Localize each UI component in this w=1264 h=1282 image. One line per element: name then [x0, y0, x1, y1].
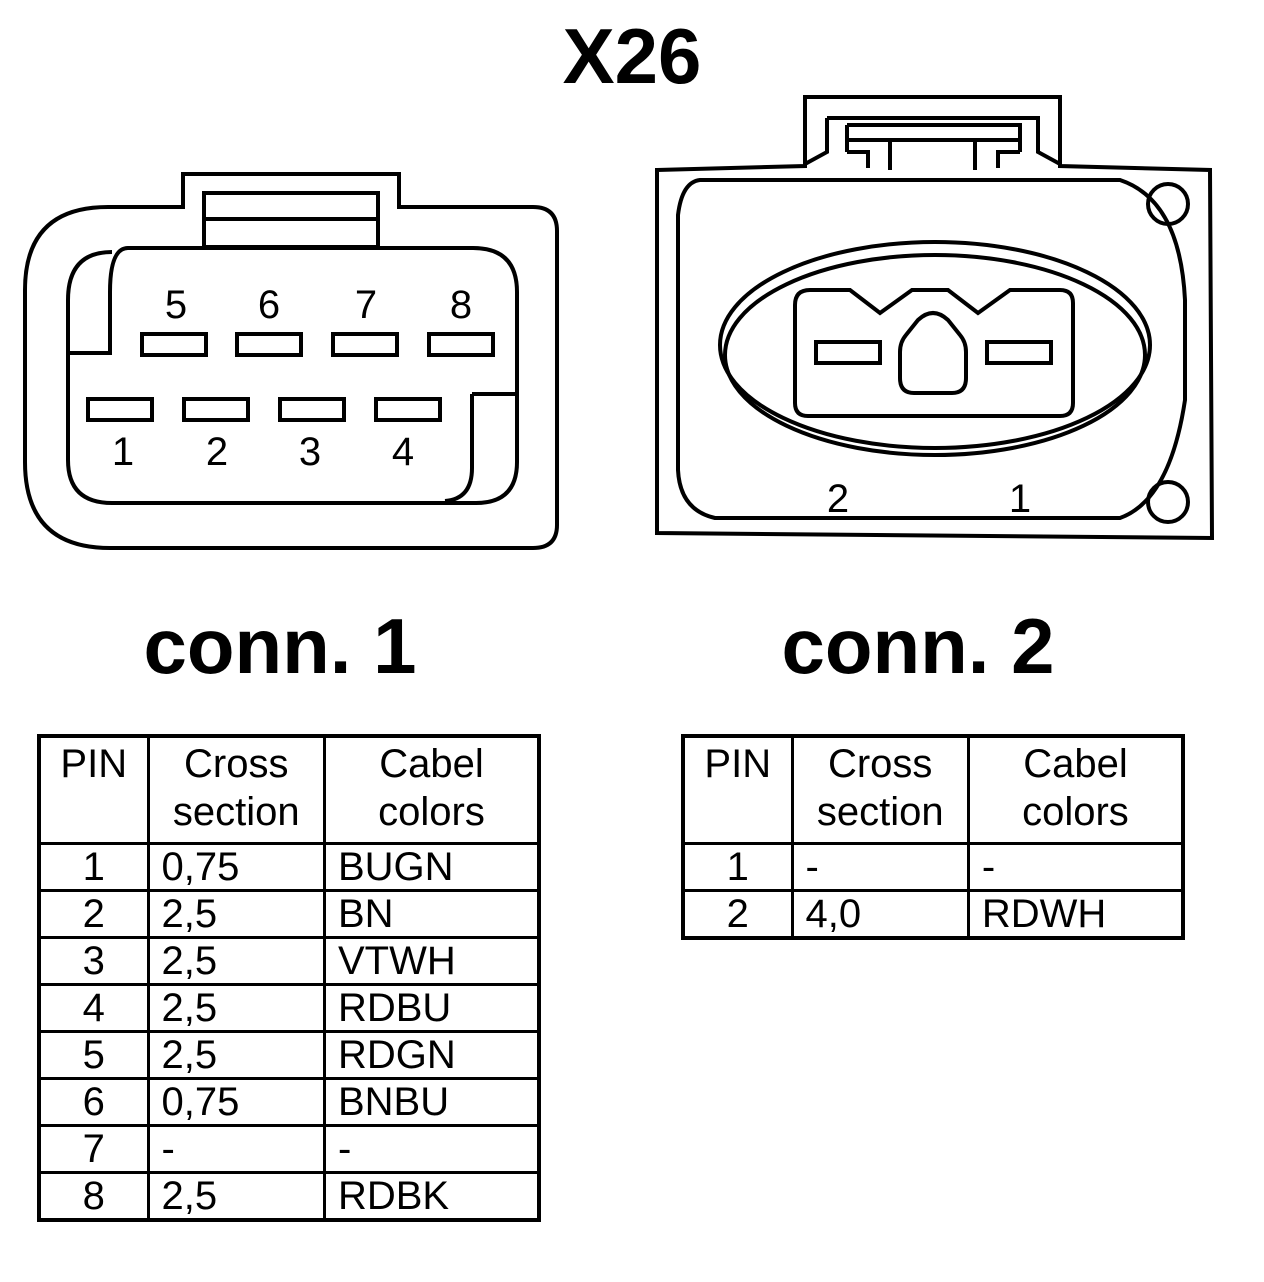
cell-cable-color: RDWH — [966, 889, 1185, 940]
connector-1-key — [444, 392, 517, 503]
header-line: Cross — [184, 742, 289, 786]
header-line: Cabel — [379, 742, 484, 786]
connector-2-cavity — [793, 288, 1075, 418]
table-row: 1-- — [681, 842, 1185, 892]
diagram-title: X26 — [562, 12, 702, 100]
table-row: 7-- — [37, 1124, 541, 1174]
cell-cross-section: 0,75 — [146, 1077, 326, 1127]
connector-2-drawing — [655, 95, 1215, 541]
cell-pin: 1 — [37, 842, 150, 892]
header-line: colors — [378, 790, 485, 834]
cell-cross-section: - — [146, 1124, 326, 1174]
header-cable-colors: Cabel colors — [322, 734, 541, 845]
cell-cable-color: VTWH — [322, 936, 541, 986]
pin-label: 7 — [355, 283, 377, 327]
cell-cross-section: 2,5 — [146, 1030, 326, 1080]
pin-label: 6 — [258, 283, 280, 327]
connector-1-inner-cavity — [66, 246, 519, 505]
cell-pin: 7 — [37, 1124, 150, 1174]
cell-pin: 4 — [37, 983, 150, 1033]
pin-label: 1 — [1009, 477, 1031, 521]
connector-2-pin-numbers: 2 1 — [827, 477, 1031, 521]
header-cross-section: Cross section — [146, 734, 326, 845]
connector-1-terminals-top — [140, 332, 495, 357]
connector-1-drawing — [23, 172, 559, 550]
header-cross-section: Cross section — [790, 734, 970, 845]
connector-2-body — [676, 178, 1187, 520]
table-header-row: PIN Cross section Cabel colors — [681, 734, 1185, 845]
connector-2-label: conn. 2 — [781, 602, 1055, 690]
table-header-row: PIN Cross section Cabel colors — [37, 734, 541, 845]
pin-label: 2 — [206, 430, 228, 474]
cell-pin: 3 — [37, 936, 150, 986]
connector-drawings: 5 6 7 8 1 2 3 4 2 1 — [23, 95, 1215, 550]
pin-label: 1 — [112, 430, 134, 474]
connector-2-outer-flange — [655, 95, 1215, 541]
connector-2-terminal-2 — [814, 340, 882, 365]
cell-cable-color: BUGN — [322, 842, 541, 892]
connector-2-latch — [804, 116, 1061, 166]
mounting-hole-bottom — [1146, 480, 1190, 524]
connector-1-terminals-bottom — [86, 397, 442, 422]
connector-2-seal-outer — [718, 240, 1152, 450]
header-pin: PIN — [681, 734, 794, 845]
cell-cable-color: BNBU — [322, 1077, 541, 1127]
header-cable-colors: Cabel colors — [966, 734, 1185, 845]
header-line: Cross — [827, 742, 933, 786]
connector-2-terminal-1 — [985, 340, 1053, 365]
cell-cross-section: 0,75 — [146, 842, 326, 892]
mounting-hole-top — [1146, 182, 1190, 226]
header-line: section — [172, 790, 300, 834]
cell-cable-color: - — [322, 1124, 541, 1174]
cell-pin: 8 — [37, 1171, 150, 1222]
connector-2-key — [898, 311, 968, 395]
cell-cable-color: RDBK — [322, 1171, 541, 1222]
cell-cable-color: RDGN — [322, 1030, 541, 1080]
connector-2-seal-inner — [723, 253, 1147, 457]
cell-cable-color: BN — [322, 889, 541, 939]
cell-cross-section: 2,5 — [146, 889, 326, 939]
cell-pin: 1 — [681, 842, 794, 892]
header-line: section — [816, 790, 944, 834]
cell-pin: 5 — [37, 1030, 150, 1080]
pin-label: 2 — [827, 477, 849, 521]
header-pin: PIN — [37, 734, 150, 845]
pin-label: 3 — [299, 430, 321, 474]
pin-label: 4 — [392, 430, 414, 474]
cell-pin: 2 — [37, 889, 150, 939]
cell-cross-section: 2,5 — [146, 936, 326, 986]
header-line: colors — [1022, 790, 1129, 834]
connector-1-outer-housing — [23, 172, 559, 550]
cell-cable-color: RDBU — [322, 983, 541, 1033]
cell-pin: 2 — [681, 889, 794, 940]
connector-1-pin-numbers: 5 6 7 8 1 2 3 4 — [112, 283, 472, 474]
cell-cross-section: 4,0 — [790, 889, 970, 940]
cell-cross-section: - — [790, 842, 970, 892]
cell-cross-section: 2,5 — [146, 983, 326, 1033]
connector-1-label: conn. 1 — [143, 602, 417, 690]
cell-cable-color: - — [966, 842, 1185, 892]
cell-pin: 6 — [37, 1077, 150, 1127]
pin-label: 8 — [450, 283, 472, 327]
header-line: Cabel — [1023, 742, 1128, 786]
pin-label: 5 — [165, 283, 187, 327]
cell-cross-section: 2,5 — [146, 1171, 326, 1222]
